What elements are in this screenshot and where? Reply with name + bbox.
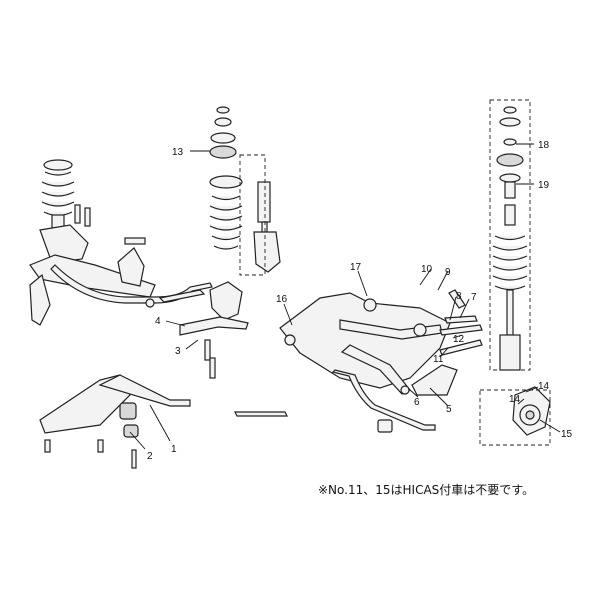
callout-4: 4 bbox=[155, 316, 161, 327]
callout-6: 6 bbox=[414, 397, 420, 408]
stabilizer-bar bbox=[50, 264, 213, 304]
callout-3: 3 bbox=[175, 346, 181, 357]
callout-5: 5 bbox=[446, 404, 452, 415]
callout-19: 19 bbox=[538, 180, 550, 191]
tie-rod bbox=[234, 411, 288, 417]
callout-12: 12 bbox=[453, 334, 465, 345]
footnote-text: ※No.11、15はHICAS付車は不要です。 bbox=[318, 483, 535, 497]
rear-stabilizer-bar bbox=[331, 369, 436, 431]
stabilizer-bushing bbox=[377, 419, 393, 433]
front-lower-arm-assembly bbox=[39, 374, 191, 469]
center-strut-assembly bbox=[209, 106, 281, 276]
rear-knuckle-assembly bbox=[479, 386, 551, 446]
callout-9: 9 bbox=[445, 267, 451, 278]
callout-14-upper: 14 bbox=[538, 381, 550, 392]
rear-links-assembly bbox=[400, 289, 483, 396]
callout-16: 16 bbox=[276, 294, 288, 305]
callout-11: 11 bbox=[433, 354, 444, 365]
callout-13: 13 bbox=[172, 147, 184, 158]
rear-strut-assembly bbox=[489, 99, 531, 371]
callout-7: 7 bbox=[471, 292, 477, 303]
callout-labels: 1 2 3 4 5 6 7 8 9 10 11 12 13 14 14 15 1… bbox=[147, 140, 573, 462]
callout-17: 17 bbox=[350, 262, 362, 273]
rear-subframe-assembly bbox=[279, 292, 451, 395]
leader-lines bbox=[129, 143, 561, 450]
front-strut-assembly bbox=[29, 159, 156, 326]
callout-14-lower: 14 bbox=[509, 394, 521, 405]
callout-8: 8 bbox=[456, 291, 462, 302]
callout-2: 2 bbox=[147, 451, 153, 462]
callout-18: 18 bbox=[538, 140, 550, 151]
callout-10: 10 bbox=[421, 264, 433, 275]
callout-15: 15 bbox=[561, 429, 573, 440]
front-lower-link-assembly bbox=[145, 281, 249, 379]
callout-1: 1 bbox=[171, 444, 177, 455]
